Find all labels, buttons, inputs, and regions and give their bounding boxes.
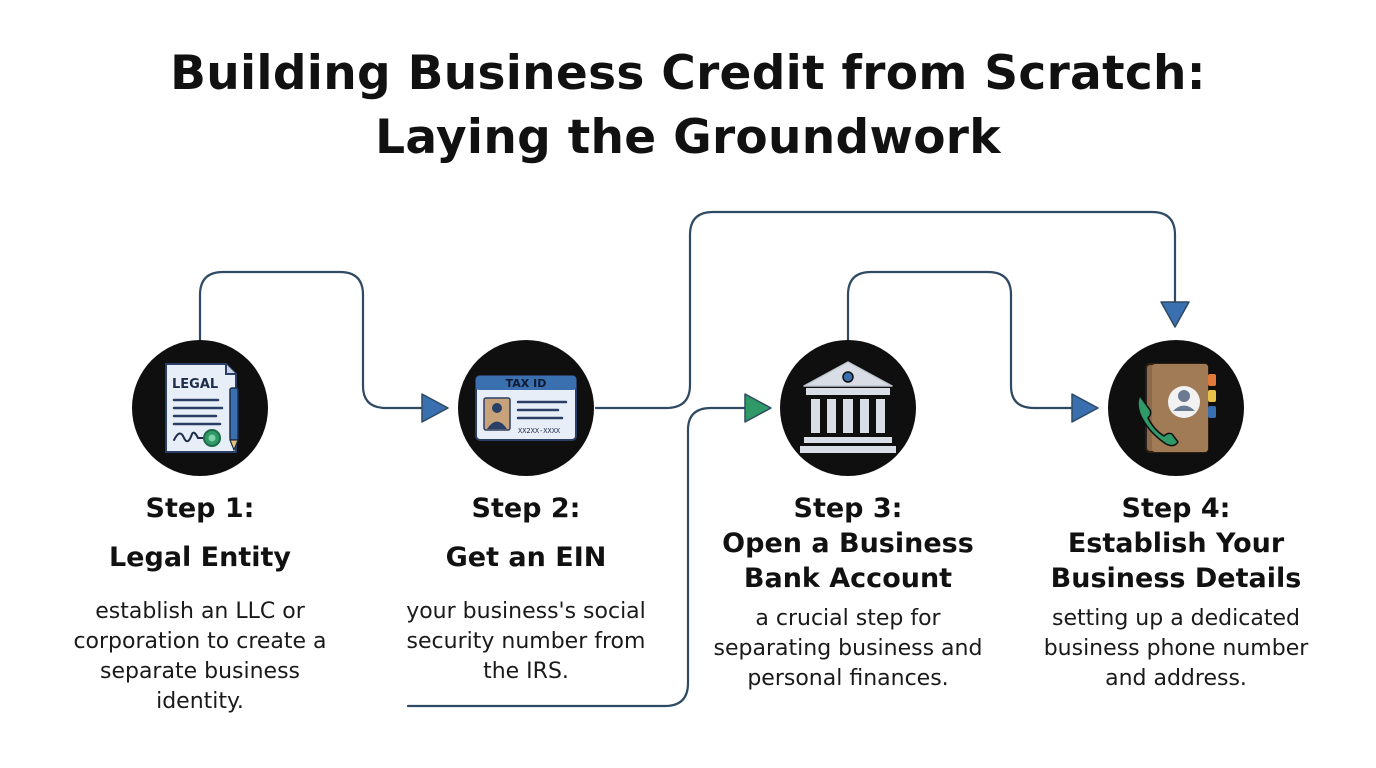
step-1-label: Step 1: <box>145 493 255 524</box>
step-2-description: your business's social security number f… <box>406 599 646 684</box>
step-3-icon-circle <box>780 340 916 476</box>
legal-document-icon: LEGAL <box>165 363 239 453</box>
step-2-title: Get an EIN <box>445 542 607 573</box>
page-title: Building Business Credit from Scratch: L… <box>0 42 1376 170</box>
connector-step3-to-step4 <box>846 270 1074 410</box>
step-2-icon-circle: TAX ID XX2XX-XXXX <box>458 340 594 476</box>
step-4-icon-circle <box>1108 340 1244 476</box>
page-title-line-2: Laying the Groundwork <box>375 110 1001 165</box>
tax-id-number-text: XX2XX-XXXX <box>518 427 561 435</box>
arrowhead-step4-side <box>1071 393 1099 423</box>
phone-address-book-icon <box>1137 363 1216 453</box>
tax-id-icon-text: TAX ID <box>506 377 547 390</box>
step-4-label: Step 4: <box>1121 493 1231 524</box>
step-4-title-line-2: Business Details <box>1050 563 1302 594</box>
bank-building-icon <box>800 361 896 453</box>
connector-bottom-to-step3 <box>406 406 747 708</box>
step-2-label: Step 2: <box>471 493 581 524</box>
step-1-icon-circle: LEGAL <box>132 340 268 476</box>
step-3-description: a crucial step for separating business a… <box>713 606 983 691</box>
step-3-title-line-1: Open a Business <box>722 528 974 559</box>
arrowhead-step3 <box>744 393 772 423</box>
legal-icon-text: LEGAL <box>172 377 218 392</box>
step-3-title-line-2: Bank Account <box>743 563 953 594</box>
step-4-description: setting up a dedicated business phone nu… <box>1043 606 1309 691</box>
page-title-line-1: Building Business Credit from Scratch: <box>170 46 1206 101</box>
step-3-label: Step 3: <box>793 493 903 524</box>
arrowhead-step4-top <box>1160 301 1190 328</box>
step-1-title: Legal Entity <box>108 542 292 573</box>
connector-step2-to-step4-top <box>594 210 1177 410</box>
tax-id-card-icon: TAX ID XX2XX-XXXX <box>475 375 577 441</box>
step-1-description: establish an LLC or corporation to creat… <box>73 599 327 714</box>
arrowhead-step2 <box>421 393 449 423</box>
step-4-title-line-1: Establish Your <box>1067 528 1285 559</box>
connector-step1-to-step2 <box>198 270 424 410</box>
